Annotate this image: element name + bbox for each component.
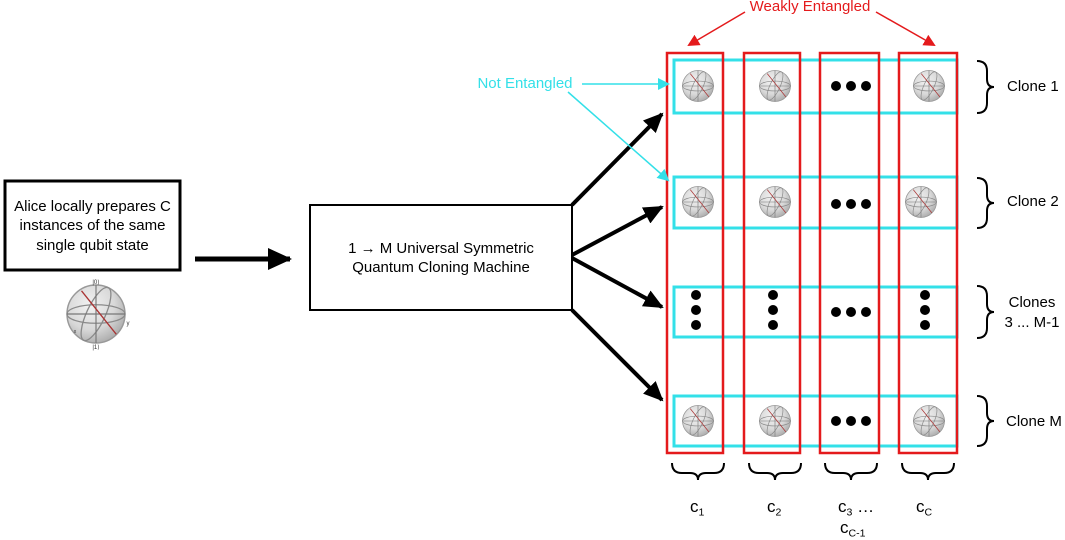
column-label-cc-1: cC-1 — [840, 518, 865, 540]
ellipsis-dots — [691, 81, 930, 426]
bloch-sphere-icon — [913, 69, 945, 103]
fan-arrow-clone-1 — [570, 112, 664, 207]
bloch-sphere-icon — [682, 185, 714, 219]
column-box-c3 — [818, 51, 881, 455]
bloch-sphere-icon — [759, 404, 791, 438]
bloch-sphere-icon — [682, 404, 714, 438]
column-box-cc — [897, 51, 959, 455]
column-label-c1-base: c — [690, 497, 699, 516]
column-braces — [671, 462, 955, 481]
cloning-machine-box — [309, 204, 573, 311]
fan-arrow-clone-2 — [571, 205, 664, 257]
fan-arrow-clones-mid — [571, 256, 664, 309]
column-label-c2-sub: 2 — [775, 506, 782, 519]
column-label-cc: cC — [916, 497, 932, 519]
fan-arrow-clone-m — [570, 308, 664, 402]
bottom-brace-icon — [671, 462, 725, 481]
column-label-cc-base: c — [916, 497, 925, 516]
bloch-label-bottom: |1⟩ — [92, 344, 99, 351]
horizontal-ellipsis-icon — [831, 416, 871, 426]
column-label-c2: c2 — [767, 497, 781, 519]
column-label-cc-1-base: c — [840, 518, 849, 537]
bloch-sphere-icon — [759, 69, 791, 103]
right-brace-icon — [976, 177, 995, 229]
not-entangled-arrow-clone-2 — [567, 91, 670, 182]
right-brace-icon — [976, 60, 995, 114]
bloch-label-top: |0⟩ — [92, 279, 99, 286]
right-brace-icon — [976, 395, 995, 447]
bottom-brace-icon — [901, 462, 955, 481]
column-box-c2 — [742, 51, 802, 455]
bloch-sphere-icon — [759, 185, 791, 219]
horizontal-ellipsis-icon — [831, 307, 871, 317]
vertical-ellipsis-icon — [691, 290, 701, 330]
bloch-label-y: y — [127, 321, 130, 327]
column-label-c3-sub: 3 — [846, 506, 853, 519]
qubit-columns — [665, 51, 959, 455]
bottom-brace-icon — [748, 462, 802, 481]
bloch-sphere-icon — [913, 404, 945, 438]
row-braces — [976, 60, 995, 447]
horizontal-ellipsis-icon — [831, 199, 871, 209]
row-label-clones-mid-line-1: Clones — [1008, 294, 1056, 311]
column-label-c3-base: c — [838, 497, 847, 516]
column-label-c1-sub: 1 — [698, 506, 705, 519]
not-entangled-label: Not Entangled — [477, 75, 572, 92]
column-label-cc-1-sub: C-1 — [848, 527, 866, 540]
cloning-machine-text: 1 → M Universal Symmetric Quantum Clonin… — [312, 208, 570, 308]
row-label-clones-mid: Clones 3 ... M-1 — [1000, 293, 1064, 332]
cloning-machine-line-1: 1 → M Universal Symmetric — [348, 239, 534, 257]
row-label-clones-mid-line-2: 3 ... M-1 — [1004, 313, 1060, 331]
right-brace-icon — [976, 285, 995, 339]
column-label-cc-sub: C — [924, 506, 933, 519]
horizontal-ellipsis-icon — [831, 81, 871, 91]
column-box-c1 — [665, 51, 725, 455]
column-label-c3-suffix: … — [852, 497, 875, 516]
column-label-c1: c1 — [690, 497, 704, 519]
row-label-clone-2: Clone 2 — [1007, 193, 1059, 210]
row-label-clone-1: Clone 1 — [1007, 78, 1059, 95]
column-label-c3: c3 … — [838, 497, 874, 519]
weakly-entangled-label: Weakly Entangled — [750, 0, 871, 15]
alice-box-text: Alice locally prepares C instances of th… — [14, 197, 171, 254]
alice-box — [3, 179, 182, 272]
vertical-ellipsis-icon — [920, 290, 930, 330]
weakly-entangled-arrow-right — [875, 11, 936, 46]
weakly-entangled-arrow-left — [687, 11, 746, 47]
bloch-sphere-icon — [682, 69, 714, 103]
row-box-clones-mid — [672, 285, 959, 339]
row-label-clone-m: Clone M — [1006, 413, 1062, 430]
column-label-c2-base: c — [767, 497, 776, 516]
alice-bloch-sphere-icon: |0⟩ |1⟩ y x — [66, 279, 130, 351]
vertical-ellipsis-icon — [768, 290, 778, 330]
bottom-brace-icon — [824, 462, 878, 481]
clone-rows — [672, 58, 959, 448]
bloch-label-x: x — [74, 329, 77, 335]
cloning-machine-line-2: Quantum Cloning Machine — [352, 259, 530, 276]
bloch-sphere-icon — [905, 185, 937, 219]
